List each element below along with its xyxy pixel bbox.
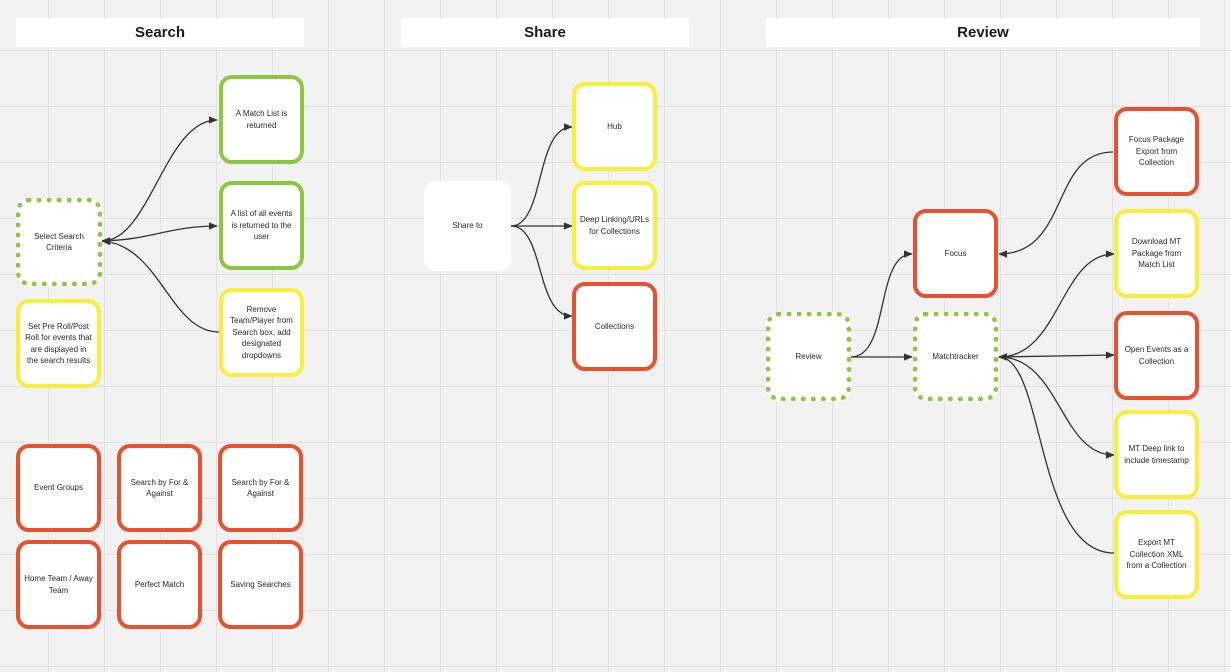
card-label: Event Groups bbox=[34, 483, 83, 493]
all-events-returned-card[interactable]: A list of all events is returned to the … bbox=[219, 181, 304, 270]
connector-share-to-collections bbox=[510, 225, 573, 320]
download-mt-package-card[interactable]: Download MT Package from Match List bbox=[1114, 209, 1199, 298]
card-label: Open Events as a Collection bbox=[1124, 345, 1189, 366]
connector-select-to-matchlist bbox=[101, 116, 218, 245]
card-label: Share to bbox=[452, 221, 483, 231]
search-column-header: Search bbox=[16, 18, 304, 47]
connector-select-to-allevents bbox=[101, 222, 218, 245]
card-label: Download MT Package from Match List bbox=[1131, 237, 1182, 270]
saving-searches-card[interactable]: Saving Searches bbox=[218, 540, 303, 629]
matchtracker-card[interactable]: Matchtracker bbox=[913, 312, 998, 401]
review-column-header: Review bbox=[766, 18, 1200, 47]
card-label: Saving Searches bbox=[230, 579, 291, 589]
card-label: A list of all events is returned to the … bbox=[230, 209, 293, 242]
connector-share-to-hub bbox=[510, 123, 573, 227]
card-label: Review bbox=[795, 351, 822, 361]
card-label: Search by For & Against bbox=[231, 477, 290, 499]
card-label: Set Pre Roll/Post Roll for events that a… bbox=[25, 321, 92, 366]
card-label: Home Team / Away Team bbox=[24, 574, 93, 595]
select-search-criteria-card[interactable]: Select Search Criteria bbox=[16, 198, 102, 286]
open-events-collection-card[interactable]: Open Events as a Collection bbox=[1114, 311, 1199, 400]
remove-team-player-card[interactable]: Remove Team/Player from Search box, add … bbox=[219, 288, 304, 377]
focus-card[interactable]: Focus bbox=[913, 209, 998, 298]
share-to-card[interactable]: Share to bbox=[424, 181, 511, 271]
connector-mt-to-export bbox=[998, 353, 1115, 554]
connector-review-to-focus bbox=[850, 250, 913, 358]
collections-card[interactable]: Collections bbox=[572, 282, 657, 371]
connector-select-to-remove bbox=[101, 237, 220, 333]
perfect-match-card[interactable]: Perfect Match bbox=[117, 540, 202, 629]
card-label: Remove Team/Player from Search box, add … bbox=[230, 304, 293, 360]
card-label: MT Deep link to include timestamp bbox=[1124, 444, 1189, 465]
card-label: Perfect Match bbox=[134, 579, 185, 589]
connector-focuspackage-to-focus bbox=[998, 151, 1114, 258]
focus-package-export-card[interactable]: Focus Package Export from Collection bbox=[1114, 107, 1199, 196]
mt-deep-link-card[interactable]: MT Deep link to include timestamp bbox=[1114, 410, 1199, 499]
pre-roll-post-roll-card[interactable]: Set Pre Roll/Post Roll for events that a… bbox=[16, 299, 101, 388]
card-label: Select Search Criteria bbox=[34, 231, 84, 253]
home-away-team-card[interactable]: Home Team / Away Team bbox=[16, 540, 101, 629]
card-label: Collections bbox=[594, 321, 635, 331]
card-label: Export MT Collection XML from a Collecti… bbox=[1126, 538, 1187, 571]
card-label: Hub bbox=[607, 121, 622, 131]
hub-card[interactable]: Hub bbox=[572, 82, 657, 171]
card-label: Search by For & Against bbox=[130, 477, 189, 499]
card-label: Matchtracker bbox=[932, 351, 979, 361]
match-list-returned-card[interactable]: A Match List is returned bbox=[219, 75, 304, 164]
card-label: A Match List is returned bbox=[235, 109, 288, 130]
export-mt-collection-card[interactable]: Export MT Collection XML from a Collecti… bbox=[1114, 510, 1199, 599]
event-groups-card[interactable]: Event Groups bbox=[16, 444, 101, 532]
share-column-header: Share bbox=[401, 18, 689, 47]
card-label: Focus bbox=[944, 248, 967, 258]
search-for-against-card-2[interactable]: Search by For & Against bbox=[218, 444, 303, 532]
card-label: Deep Linking/URLs for Collections bbox=[580, 215, 649, 236]
connector-mt-to-deeplink bbox=[998, 356, 1115, 459]
connector-mt-to-download bbox=[998, 250, 1115, 361]
review-card[interactable]: Review bbox=[766, 312, 851, 401]
connector-mt-to-openevents bbox=[998, 351, 1115, 361]
deep-linking-card[interactable]: Deep Linking/URLs for Collections bbox=[572, 181, 657, 270]
search-for-against-card-1[interactable]: Search by For & Against bbox=[117, 444, 202, 532]
card-label: Focus Package Export from Collection bbox=[1128, 135, 1185, 168]
